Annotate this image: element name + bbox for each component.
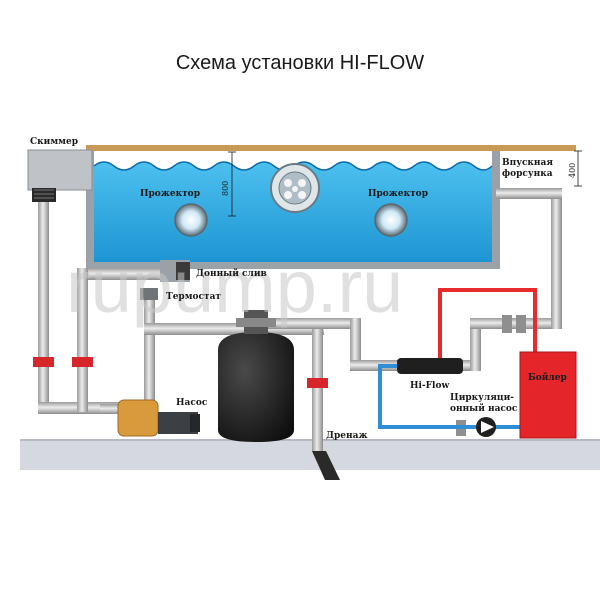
hot-water-line <box>438 288 537 358</box>
hiflow-unit <box>397 358 463 374</box>
label-circ-line2: онный насос <box>450 403 518 414</box>
pool-deck <box>86 145 576 151</box>
label-hiflow: Hi-Flow <box>410 381 449 391</box>
pump-icon <box>117 399 200 437</box>
label-circ-line1: Циркуляци- <box>450 393 514 403</box>
boiler <box>519 351 577 439</box>
skimmer <box>27 149 93 191</box>
label-boiler: Бойлер <box>528 372 567 383</box>
label-inlet-line2: форсунка <box>502 169 553 179</box>
spotlight-left-icon <box>174 203 208 237</box>
page-title: Схема установки HI-FLOW <box>175 52 425 74</box>
label-inlet-line1: Впускная <box>502 158 553 168</box>
watermark: rupump.ru <box>66 245 403 328</box>
label-skimmer: Скиммер <box>30 137 78 147</box>
label-thermostat: Термостат <box>166 292 221 302</box>
label-spotlight-left: Прожектор <box>140 189 200 199</box>
pool-fitting-icon <box>270 163 320 213</box>
label-bottom-drain: Донный слив <box>196 268 267 279</box>
label-pump: Насос <box>176 398 208 408</box>
circulation-pump-icon <box>476 417 496 437</box>
spotlight-right-icon <box>374 203 408 237</box>
dimension-800: 800 <box>221 181 230 196</box>
thermostat <box>140 288 158 300</box>
dimension-400: 400 <box>568 163 577 178</box>
cold-water-line <box>378 364 520 429</box>
label-drain: Дренаж <box>326 431 368 441</box>
ground <box>20 440 600 470</box>
sand-filter-icon <box>218 310 294 442</box>
label-spotlight-right: Прожектор <box>368 189 428 199</box>
